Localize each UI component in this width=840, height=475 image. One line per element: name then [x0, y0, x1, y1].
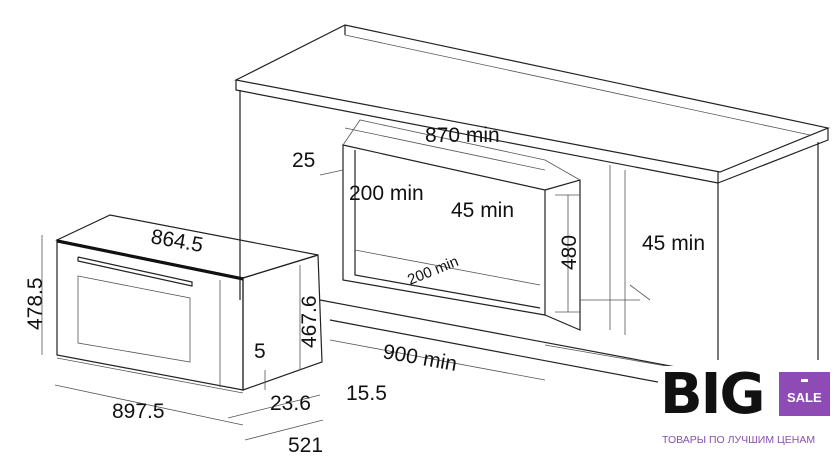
- dim-cabinet-offset: 15.5: [346, 382, 387, 405]
- niche: [319, 119, 651, 331]
- dim-niche-height: 480: [558, 235, 581, 270]
- logo-badge: SALE: [787, 390, 822, 405]
- dim-niche-floor-depth: 200 min: [405, 253, 461, 289]
- dim-niche-depth: 200 min: [349, 182, 424, 205]
- dim-oven-front-width: 897.5: [112, 400, 165, 423]
- dim-niche-vent: 45 min: [451, 199, 514, 222]
- logo-brand: BIG: [660, 362, 763, 427]
- cabinet: [239, 90, 819, 391]
- oven-window: [77, 275, 191, 363]
- dim-rear-vent: 45 min: [642, 232, 705, 255]
- dim-oven-front-height: 478.5: [24, 277, 47, 330]
- dim-oven-depth: 521: [288, 434, 323, 457]
- dim-oven-front-thickness: 23.6: [270, 392, 311, 415]
- logo-tagline: ТОВАРЫ ПО ЛУЧШИМ ЦЕНАМ: [662, 434, 815, 446]
- dimension-lines: [41, 235, 546, 441]
- dim-niche-side-gap: 25: [292, 149, 315, 172]
- dim-cabinet-width: 900 min: [381, 340, 459, 376]
- oven: [55, 214, 323, 394]
- dim-oven-top-width: 864.5: [149, 225, 205, 257]
- dim-oven-body-height: 467.6: [298, 295, 321, 348]
- countertop: [234, 24, 831, 184]
- big-sale-logo: BIG SALE ТОВАРЫ ПО ЛУЧШИМ ЦЕНАМ: [658, 362, 833, 448]
- dim-niche-width: 870 min: [425, 124, 500, 147]
- dim-oven-bottom-gap: 5: [254, 340, 266, 363]
- oven-handle: [77, 256, 193, 287]
